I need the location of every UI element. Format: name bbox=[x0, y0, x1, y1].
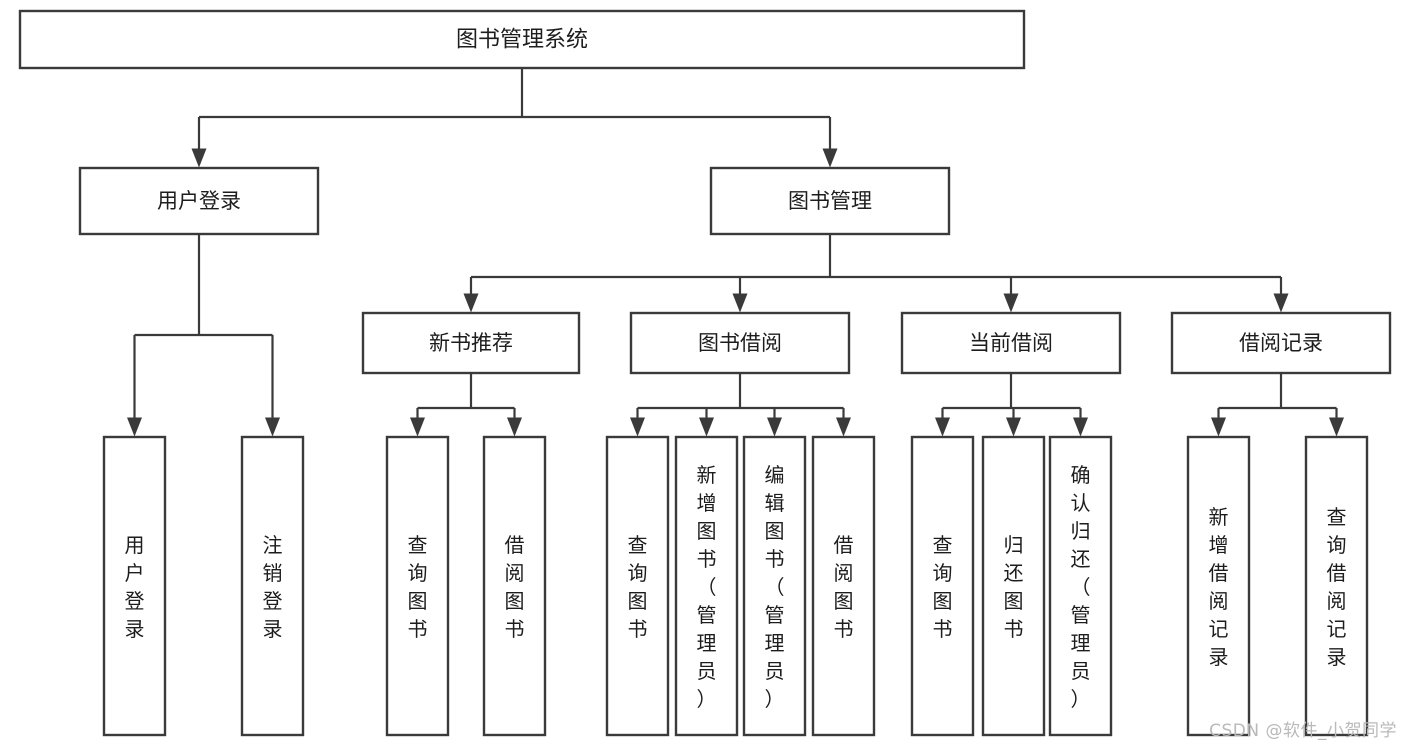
leaf-node-9-label: 归还图书 bbox=[1004, 533, 1024, 641]
arrow-head bbox=[410, 417, 425, 437]
arrow-head bbox=[1211, 417, 1226, 437]
node-layer: 图书管理系统用户登录图书管理新书推荐图书借阅当前借阅借阅记录用户登录注销登录查询… bbox=[18, 9, 1392, 737]
leaf-node-4[interactable]: 查询图书 bbox=[605, 435, 670, 737]
leaf-node-1[interactable]: 注销登录 bbox=[240, 435, 305, 737]
arrow-head bbox=[507, 417, 522, 437]
leaf-node-8[interactable]: 查询图书 bbox=[910, 435, 975, 737]
leaf-node-6-rect[interactable] bbox=[742, 435, 807, 737]
level3-node-1-label: 图书借阅 bbox=[698, 331, 782, 355]
arrow-head bbox=[1003, 293, 1019, 313]
leaf-node-8-rect[interactable] bbox=[910, 435, 975, 737]
leaf-node-4-rect[interactable] bbox=[605, 435, 670, 737]
level3-node-1[interactable]: 图书借阅 bbox=[629, 311, 851, 375]
leaf-node-11-rect[interactable] bbox=[1186, 435, 1251, 737]
leaf-node-7-label: 借阅图书 bbox=[834, 533, 854, 641]
arrow-head bbox=[1073, 417, 1088, 437]
csdn-watermark: CSDN @软件_小贺同学 bbox=[1209, 721, 1397, 741]
leaf-node-12-label: 查询借阅记录 bbox=[1327, 505, 1347, 669]
leaf-node-6-label: 编辑图书（管理员） bbox=[765, 463, 785, 711]
level2-node-0-rect[interactable] bbox=[78, 166, 320, 236]
leaf-node-8-label: 查询图书 bbox=[933, 533, 953, 641]
leaf-node-11-label: 新增借阅记录 bbox=[1209, 505, 1229, 669]
arrow-head bbox=[127, 417, 142, 437]
leaf-node-2-rect[interactable] bbox=[385, 435, 450, 737]
leaf-node-2[interactable]: 查询图书 bbox=[385, 435, 450, 737]
leaf-node-0[interactable]: 用户登录 bbox=[102, 435, 167, 737]
leaf-node-12-rect[interactable] bbox=[1304, 435, 1369, 737]
arrow-head bbox=[463, 293, 479, 313]
connector-layer bbox=[127, 68, 1344, 437]
leaf-node-0-label: 用户登录 bbox=[125, 533, 145, 641]
arrow-head bbox=[191, 148, 207, 168]
level3-node-2-rect[interactable] bbox=[900, 311, 1122, 375]
arrow-head bbox=[1273, 293, 1289, 313]
leaf-node-3-label: 借阅图书 bbox=[505, 533, 525, 641]
arrow-head bbox=[935, 417, 950, 437]
level2-node-0[interactable]: 用户登录 bbox=[78, 166, 320, 236]
level2-node-1-rect[interactable] bbox=[709, 166, 951, 236]
arrow-head bbox=[630, 417, 645, 437]
leaf-node-10-rect[interactable] bbox=[1048, 435, 1113, 737]
leaf-node-0-rect[interactable] bbox=[102, 435, 167, 737]
level3-node-3[interactable]: 借阅记录 bbox=[1170, 311, 1392, 375]
arrow-head bbox=[265, 417, 280, 437]
arrow-head bbox=[822, 148, 838, 168]
root-node-label: 图书管理系统 bbox=[456, 28, 588, 53]
arrow-head bbox=[1329, 417, 1344, 437]
leaf-node-1-rect[interactable] bbox=[240, 435, 305, 737]
level3-node-3-rect[interactable] bbox=[1170, 311, 1392, 375]
level3-node-2[interactable]: 当前借阅 bbox=[900, 311, 1122, 375]
level3-node-0-label: 新书推荐 bbox=[429, 331, 513, 355]
leaf-node-5-rect[interactable] bbox=[674, 435, 739, 737]
level3-node-0-rect[interactable] bbox=[361, 311, 581, 375]
arrow-head bbox=[767, 417, 782, 437]
leaf-node-4-label: 查询图书 bbox=[628, 533, 648, 641]
leaf-node-5[interactable]: 新增图书（管理员） bbox=[674, 435, 739, 737]
leaf-node-1-label: 注销登录 bbox=[263, 533, 283, 641]
leaf-node-12[interactable]: 查询借阅记录 bbox=[1304, 435, 1369, 737]
level2-node-0-label: 用户登录 bbox=[157, 189, 241, 213]
leaf-node-9-rect[interactable] bbox=[981, 435, 1046, 737]
leaf-node-3[interactable]: 借阅图书 bbox=[482, 435, 547, 737]
leaf-node-10-label: 确认归还（管理员） bbox=[1071, 463, 1091, 711]
level2-node-1-label: 图书管理 bbox=[788, 189, 872, 213]
leaf-node-6[interactable]: 编辑图书（管理员） bbox=[742, 435, 807, 737]
leaf-node-3-rect[interactable] bbox=[482, 435, 547, 737]
arrow-head bbox=[732, 293, 748, 313]
level3-node-3-label: 借阅记录 bbox=[1239, 331, 1323, 355]
leaf-node-5-label: 新增图书（管理员） bbox=[697, 463, 717, 711]
leaf-node-10[interactable]: 确认归还（管理员） bbox=[1048, 435, 1113, 737]
leaf-node-11[interactable]: 新增借阅记录 bbox=[1186, 435, 1251, 737]
root-node-rect[interactable] bbox=[18, 9, 1026, 70]
leaf-node-9[interactable]: 归还图书 bbox=[981, 435, 1046, 737]
arrow-head bbox=[699, 417, 714, 437]
level3-node-0[interactable]: 新书推荐 bbox=[361, 311, 581, 375]
arrow-head bbox=[836, 417, 851, 437]
arrow-head bbox=[1006, 417, 1021, 437]
level3-node-2-label: 当前借阅 bbox=[969, 331, 1053, 355]
leaf-node-2-label: 查询图书 bbox=[408, 533, 428, 641]
leaf-node-7[interactable]: 借阅图书 bbox=[811, 435, 876, 737]
leaf-node-7-rect[interactable] bbox=[811, 435, 876, 737]
level2-node-1[interactable]: 图书管理 bbox=[709, 166, 951, 236]
level3-node-1-rect[interactable] bbox=[629, 311, 851, 375]
root-node[interactable]: 图书管理系统 bbox=[18, 9, 1026, 70]
